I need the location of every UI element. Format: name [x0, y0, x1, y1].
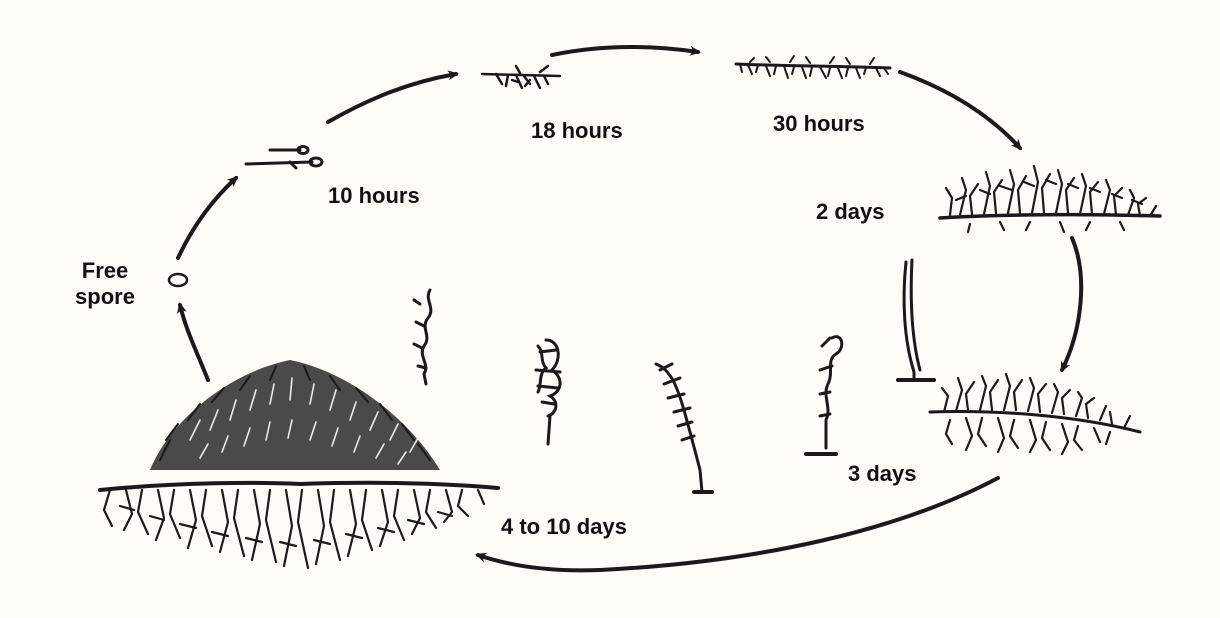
germinating-spore-icon: [246, 147, 322, 169]
label-18-hours: 18 hours: [531, 120, 623, 142]
free-spore-label: Free spore: [62, 258, 148, 310]
fruiting-body-icon-4: [806, 337, 842, 454]
fruiting-body-icon-5: [898, 260, 934, 380]
spore-icon: [169, 274, 187, 286]
label-30-hours: 30 hours: [773, 113, 865, 135]
label-2-days: 2 days: [816, 201, 885, 223]
fruiting-body-icon-2: [536, 340, 560, 444]
label-10-hours: 10 hours: [328, 185, 420, 207]
arrow-2d-to-3d: [1062, 238, 1081, 370]
arrow-18h-to-30h: [552, 47, 698, 55]
arrow-30h-to-2d: [900, 72, 1020, 148]
mature-colony-icon: [100, 360, 498, 568]
young-mycelium-icon: [482, 66, 560, 88]
mycelium-mat-3d-icon: [930, 374, 1140, 454]
label-4-to-10-days: 4 to 10 days: [501, 516, 627, 538]
arrow-spore-to-10h: [178, 178, 236, 258]
mycelium-mat-2d-icon: [940, 166, 1160, 232]
free-spore-label-line2: spore: [62, 284, 148, 310]
fruiting-body-icon-1: [414, 290, 431, 384]
free-spore-label-line1: Free: [62, 258, 148, 284]
arrow-colony-to-spore: [180, 305, 208, 380]
cycle-arrows: [178, 47, 1081, 570]
label-3-days: 3 days: [848, 463, 917, 485]
spreading-mycelium-icon: [736, 56, 890, 78]
fruiting-body-icon-3: [656, 364, 712, 492]
arrow-10h-to-18h: [328, 74, 456, 122]
